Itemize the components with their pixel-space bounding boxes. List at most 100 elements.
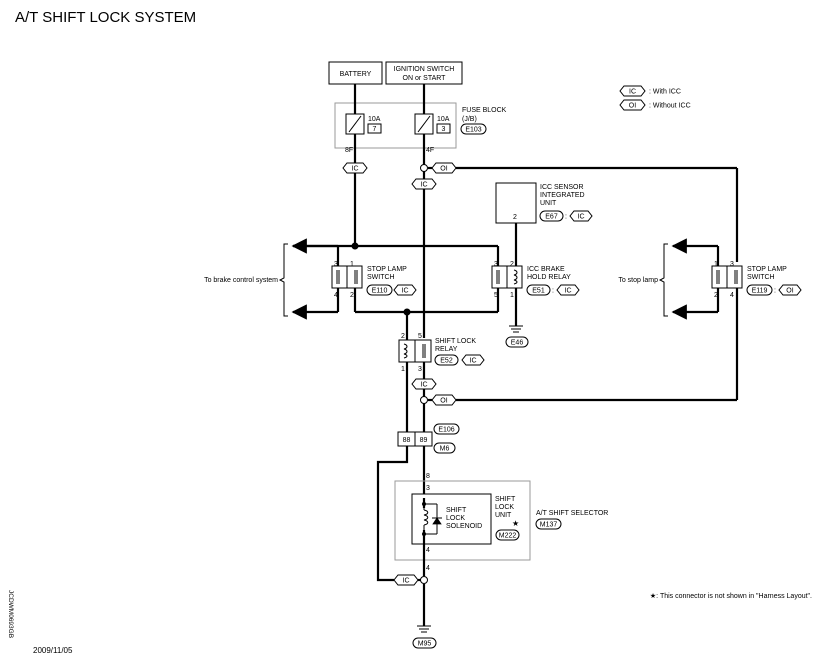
legend-ic-text: : With ICC xyxy=(649,89,681,96)
svg-text:M222: M222 xyxy=(499,533,517,540)
footnote: ★: This connector is not shown in "Harne… xyxy=(650,592,812,600)
svg-text:M6: M6 xyxy=(440,446,450,453)
fuse-2-rating: 10A xyxy=(437,116,450,123)
svg-text:IC: IC xyxy=(421,382,428,389)
battery-label: BATTERY xyxy=(340,71,372,78)
svg-text:IC: IC xyxy=(352,166,359,173)
fuse-1-number-box xyxy=(367,123,382,134)
fuse-block-outline xyxy=(334,102,457,149)
ic-tag-relay xyxy=(411,378,437,390)
splice-ground xyxy=(420,576,428,584)
svg-text:LOCK: LOCK xyxy=(495,504,514,511)
svg-text:8: 8 xyxy=(426,473,430,480)
fuse-1-rating: 10A xyxy=(368,116,381,123)
svg-text:1: 1 xyxy=(714,261,718,268)
fuse-2-number: 3 xyxy=(442,126,446,133)
document-id: JCDWM0693GB xyxy=(7,590,14,638)
unit-star-marker: ★ xyxy=(512,519,519,528)
svg-text:OI: OI xyxy=(786,288,793,295)
svg-text:2: 2 xyxy=(714,292,718,299)
splice-oi-top xyxy=(420,164,428,172)
legend-ic-tag-text: IC xyxy=(629,89,636,96)
ic-tag-bottom xyxy=(393,574,419,586)
to-brake-control-note: To brake control system xyxy=(204,277,278,284)
svg-text:SOLENOID: SOLENOID xyxy=(446,523,482,530)
diode-icon xyxy=(432,517,442,525)
svg-text:INTEGRATED: INTEGRATED xyxy=(540,192,585,199)
svg-text:IC: IC xyxy=(578,214,585,221)
ignition-switch-label: IGNITION SWITCH xyxy=(394,66,455,73)
icc-sensor-box xyxy=(495,182,537,224)
svg-text:E52: E52 xyxy=(440,358,453,365)
svg-text:IC: IC xyxy=(421,182,428,189)
svg-text:E67: E67 xyxy=(545,214,558,221)
fuse-block-connector-tag xyxy=(460,123,487,135)
svg-text:E51: E51 xyxy=(532,288,545,295)
svg-text:1: 1 xyxy=(510,292,514,299)
icc-sensor-label: ICC SENSOR xyxy=(540,184,584,191)
solenoid-coil-icon xyxy=(423,509,429,526)
svg-text::: : xyxy=(552,288,554,295)
icc-sensor-connector-tag xyxy=(539,210,564,222)
svg-text:2: 2 xyxy=(510,261,514,268)
ic-tag-fuse1 xyxy=(342,162,368,174)
svg-text:4: 4 xyxy=(426,565,430,572)
fuse-1-terminal: 8F xyxy=(345,147,353,154)
shift-lock-solenoid-label: SHIFT xyxy=(446,507,467,514)
svg-text:E106: E106 xyxy=(438,427,454,434)
svg-text:OI: OI xyxy=(440,398,447,405)
splice-oi-bottom xyxy=(420,396,428,404)
stop-lamp-bracket xyxy=(658,243,668,317)
ic-tag-fuse2 xyxy=(411,178,437,190)
svg-text:4: 4 xyxy=(334,292,338,299)
ground-e46 xyxy=(505,336,529,348)
svg-text:RELAY: RELAY xyxy=(435,346,458,353)
svg-text:89: 89 xyxy=(420,437,428,444)
svg-text:SWITCH: SWITCH xyxy=(367,274,395,281)
svg-text:3: 3 xyxy=(334,261,338,268)
svg-text:OI: OI xyxy=(440,166,447,173)
svg-text:5: 5 xyxy=(494,292,498,299)
svg-text:M95: M95 xyxy=(418,641,432,648)
svg-text:UNIT: UNIT xyxy=(495,512,512,519)
svg-text:IC: IC xyxy=(470,358,477,365)
svg-text:IC: IC xyxy=(403,578,410,585)
svg-text:2: 2 xyxy=(513,214,517,221)
svg-text:5: 5 xyxy=(418,333,422,340)
legend-ic-tag xyxy=(619,85,646,97)
svg-text:IC: IC xyxy=(565,288,572,295)
legend-oi-text: : Without ICC xyxy=(649,103,691,110)
ground-m95 xyxy=(412,637,437,649)
icc-brake-hold-relay-label: ICC BRAKE xyxy=(527,266,565,273)
svg-text:3: 3 xyxy=(418,366,422,373)
legend-oi-tag-text: OI xyxy=(629,103,636,110)
fuse-1-number: 7 xyxy=(373,126,377,133)
svg-text::: : xyxy=(774,288,776,295)
diagram-date: 2009/11/05 xyxy=(33,646,73,655)
svg-text:3: 3 xyxy=(426,485,430,492)
svg-text:SWITCH: SWITCH xyxy=(747,274,775,281)
svg-text:3: 3 xyxy=(730,261,734,268)
svg-text:E119: E119 xyxy=(752,288,768,295)
fuse-block-label: FUSE BLOCK xyxy=(462,107,507,114)
ignition-switch-state: ON or START xyxy=(403,75,447,82)
fuse-block-connector: E103 xyxy=(465,127,481,134)
svg-text:4: 4 xyxy=(730,292,734,299)
stop-lamp-switch-left-label: STOP LAMP xyxy=(367,266,407,273)
svg-text:HOLD RELAY: HOLD RELAY xyxy=(527,274,571,281)
fuse-block-jb: (J/B) xyxy=(462,116,477,123)
to-stop-lamp-note: To stop lamp xyxy=(618,277,658,284)
svg-text:M137: M137 xyxy=(540,522,558,529)
svg-text:1: 1 xyxy=(401,366,405,373)
svg-text:LOCK: LOCK xyxy=(446,515,465,522)
fuse-2-terminal: 4F xyxy=(426,147,434,154)
svg-text:E46: E46 xyxy=(511,340,524,347)
svg-text:UNIT: UNIT xyxy=(540,200,557,207)
svg-text:2: 2 xyxy=(350,292,354,299)
brake-control-bracket xyxy=(278,243,288,317)
fuse-2-number-box xyxy=(436,123,451,134)
svg-text::: : xyxy=(565,214,567,221)
svg-text:1: 1 xyxy=(350,261,354,268)
svg-text:2: 2 xyxy=(401,333,405,340)
